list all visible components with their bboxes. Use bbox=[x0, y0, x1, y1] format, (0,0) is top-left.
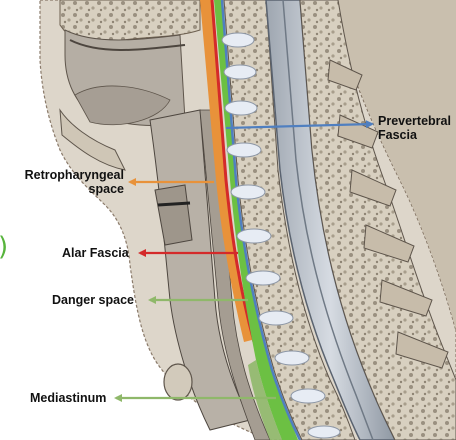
retropharyngeal-space-label-line2: space bbox=[14, 182, 124, 196]
prevertebral-fascia-label: Prevertebral Fascia bbox=[378, 114, 451, 142]
clavicle-section bbox=[164, 364, 192, 400]
mediastinum-label: Mediastinum bbox=[30, 391, 106, 405]
stray-parenthesis: ) bbox=[0, 232, 8, 262]
vocal-fold bbox=[158, 203, 190, 205]
retropharyngeal-space-label-line1: Retropharyngeal bbox=[14, 168, 124, 182]
prevertebral-fascia-label-line1: Prevertebral bbox=[378, 114, 451, 128]
prevertebral-fascia-label-line2: Fascia bbox=[378, 128, 451, 142]
retropharyngeal-space-label: Retropharyngeal space bbox=[14, 168, 124, 196]
alar-fascia-label: Alar Fascia bbox=[62, 246, 129, 260]
danger-space-label: Danger space bbox=[52, 293, 134, 307]
